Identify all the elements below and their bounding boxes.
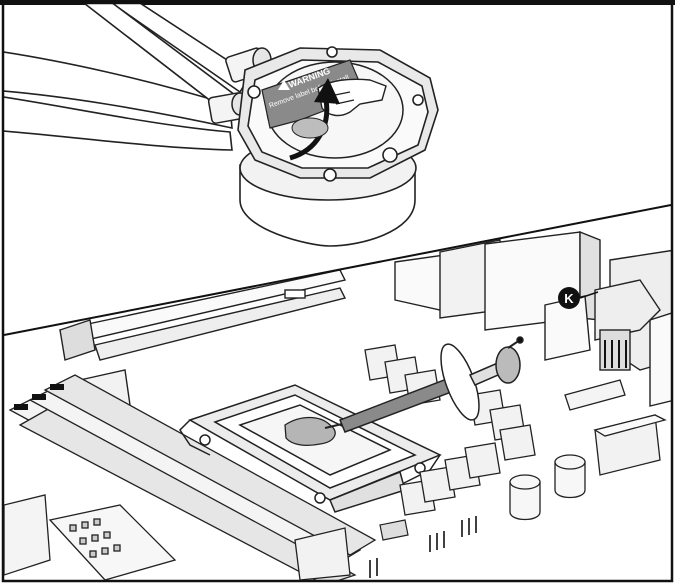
io-connectors	[544, 249, 671, 407]
warning-triangle-icon	[278, 80, 290, 90]
panel-divider	[3, 204, 672, 336]
dimm-slots	[8, 374, 377, 580]
capacitors	[509, 454, 586, 521]
rear-io-block	[394, 230, 601, 331]
top-panel: WARNING Remove label before install	[4, 4, 439, 247]
step-marker-letter: K	[564, 291, 574, 306]
thermal-pad	[291, 117, 329, 139]
upper-expansion-slot	[59, 269, 347, 361]
side-connector	[4, 494, 51, 576]
lower-connector	[294, 527, 351, 580]
bottom-panel: K	[4, 205, 671, 580]
step-marker: K	[558, 287, 599, 309]
pcie-small-slot	[564, 379, 626, 411]
chipset	[593, 414, 667, 476]
thermal-paste-syringe	[324, 336, 524, 433]
thermal-paste	[284, 416, 336, 446]
small-chip	[379, 519, 409, 541]
pin-headers	[369, 516, 477, 578]
coolant-tubes	[4, 4, 252, 151]
atx-power-connector	[48, 504, 177, 580]
